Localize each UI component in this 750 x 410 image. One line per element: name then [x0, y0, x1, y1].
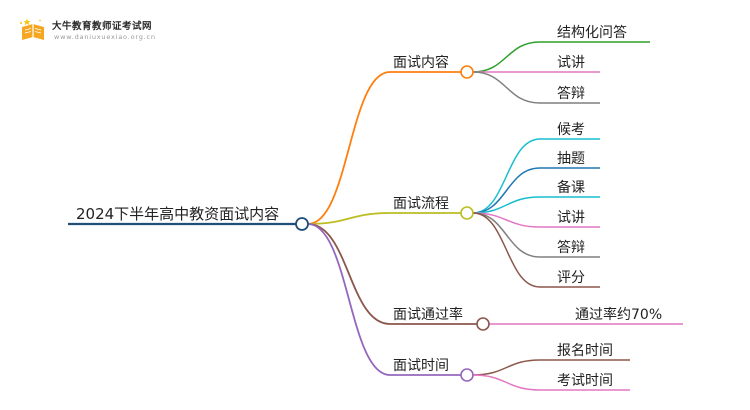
branch-connector: [307, 223, 391, 325]
leaf-label: 报名时间: [557, 343, 613, 359]
leaf-label: 抽题: [557, 151, 585, 167]
branch-connector: [307, 71, 391, 225]
leaf-label: 结构化问答: [557, 24, 627, 41]
mind-map-nodes: [295, 65, 490, 382]
root-label: 2024下半年高中教资面试内容: [76, 205, 279, 223]
branch-node: [460, 368, 474, 382]
leaf-label: 候考: [557, 122, 585, 138]
leaf-label: 答辩: [557, 85, 585, 102]
branch-label: 面试流程: [393, 196, 449, 212]
leaf-connector: [472, 212, 600, 258]
branch-node: [476, 317, 490, 331]
leaf-label: 评分: [557, 270, 585, 286]
leaf-connector: [472, 212, 600, 228]
leaf-connector: [472, 359, 630, 376]
brand-name: 大牛教育教师证考试网: [52, 21, 153, 32]
leaf-connector: [472, 138, 600, 214]
leaf-label: 试讲: [557, 55, 585, 71]
brand-url: www.daniuxuexiao.org.cn: [54, 33, 156, 41]
root-node: [295, 217, 309, 231]
branch-connector: [307, 223, 391, 376]
leaf-connector: [472, 41, 650, 73]
leaf-label: 试讲: [557, 210, 585, 226]
leaf-label: 备课: [557, 179, 585, 196]
leaf-label: 考试时间: [557, 373, 613, 389]
branch-label: 面试时间: [393, 358, 449, 374]
leaf-connector: [472, 196, 600, 214]
branch-connector: [307, 212, 391, 225]
branch-node: [460, 65, 474, 79]
book-logo-icon: [20, 18, 44, 40]
leaf-label: 通过率约70%: [575, 306, 662, 323]
branch-label: 面试通过率: [393, 306, 463, 323]
leaf-connector: [472, 71, 600, 104]
leaf-connector: [472, 212, 600, 288]
mind-map-labels: 2024下半年高中教资面试内容面试内容结构化问答试讲答辩面试流程候考抽题备课试讲…: [76, 24, 662, 389]
leaf-connector: [472, 167, 600, 214]
star-icon: [23, 18, 31, 26]
leaf-label: 答辩: [557, 239, 585, 256]
branch-node: [460, 206, 474, 220]
mind-map-connectors: [68, 41, 683, 391]
branch-label: 面试内容: [393, 54, 449, 71]
brand-logo: 大牛教育教师证考试网 www.daniuxuexiao.org.cn: [18, 18, 168, 44]
leaf-connector: [472, 374, 630, 391]
